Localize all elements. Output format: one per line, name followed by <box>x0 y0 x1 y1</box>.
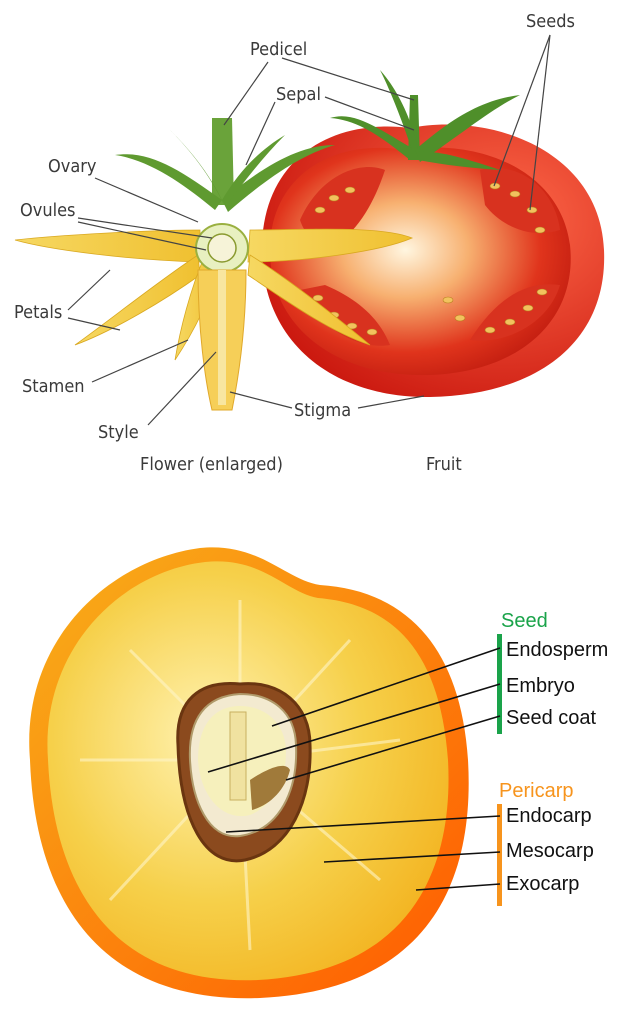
label-pedicel: Pedicel <box>250 39 307 60</box>
flower-labels: Pedicel Sepal Seeds Ovary Ovules Petals … <box>14 11 575 475</box>
caption-flower: Flower (enlarged) <box>140 454 283 475</box>
label-stigma: Stigma <box>294 400 351 421</box>
peach-labels: Seed Endosperm Embryo Seed coat Pericarp… <box>499 610 608 895</box>
label-style: Style <box>98 422 139 443</box>
label-endosperm: Endosperm <box>506 639 608 661</box>
label-sepal: Sepal <box>276 84 321 105</box>
label-endocarp: Endocarp <box>506 805 592 827</box>
label-seed-coat: Seed coat <box>506 707 597 729</box>
group-title-pericarp: Pericarp <box>499 780 573 802</box>
peach-leader-lines <box>207 647 501 891</box>
label-mesocarp: Mesocarp <box>506 840 594 862</box>
peach-cross-section <box>29 547 469 999</box>
caption-fruit: Fruit <box>426 454 462 475</box>
label-petals: Petals <box>14 302 62 323</box>
pericarp-bracket-bar <box>497 804 502 906</box>
label-seeds: Seeds <box>526 11 575 32</box>
flower-leader-lines <box>67 34 551 426</box>
flower-illustration <box>14 118 414 411</box>
group-title-seed: Seed <box>501 610 548 632</box>
label-stamen: Stamen <box>22 376 85 397</box>
label-ovules: Ovules <box>20 200 76 221</box>
label-exocarp: Exocarp <box>506 873 579 895</box>
label-embryo: Embryo <box>506 675 575 697</box>
label-ovary: Ovary <box>48 156 97 177</box>
